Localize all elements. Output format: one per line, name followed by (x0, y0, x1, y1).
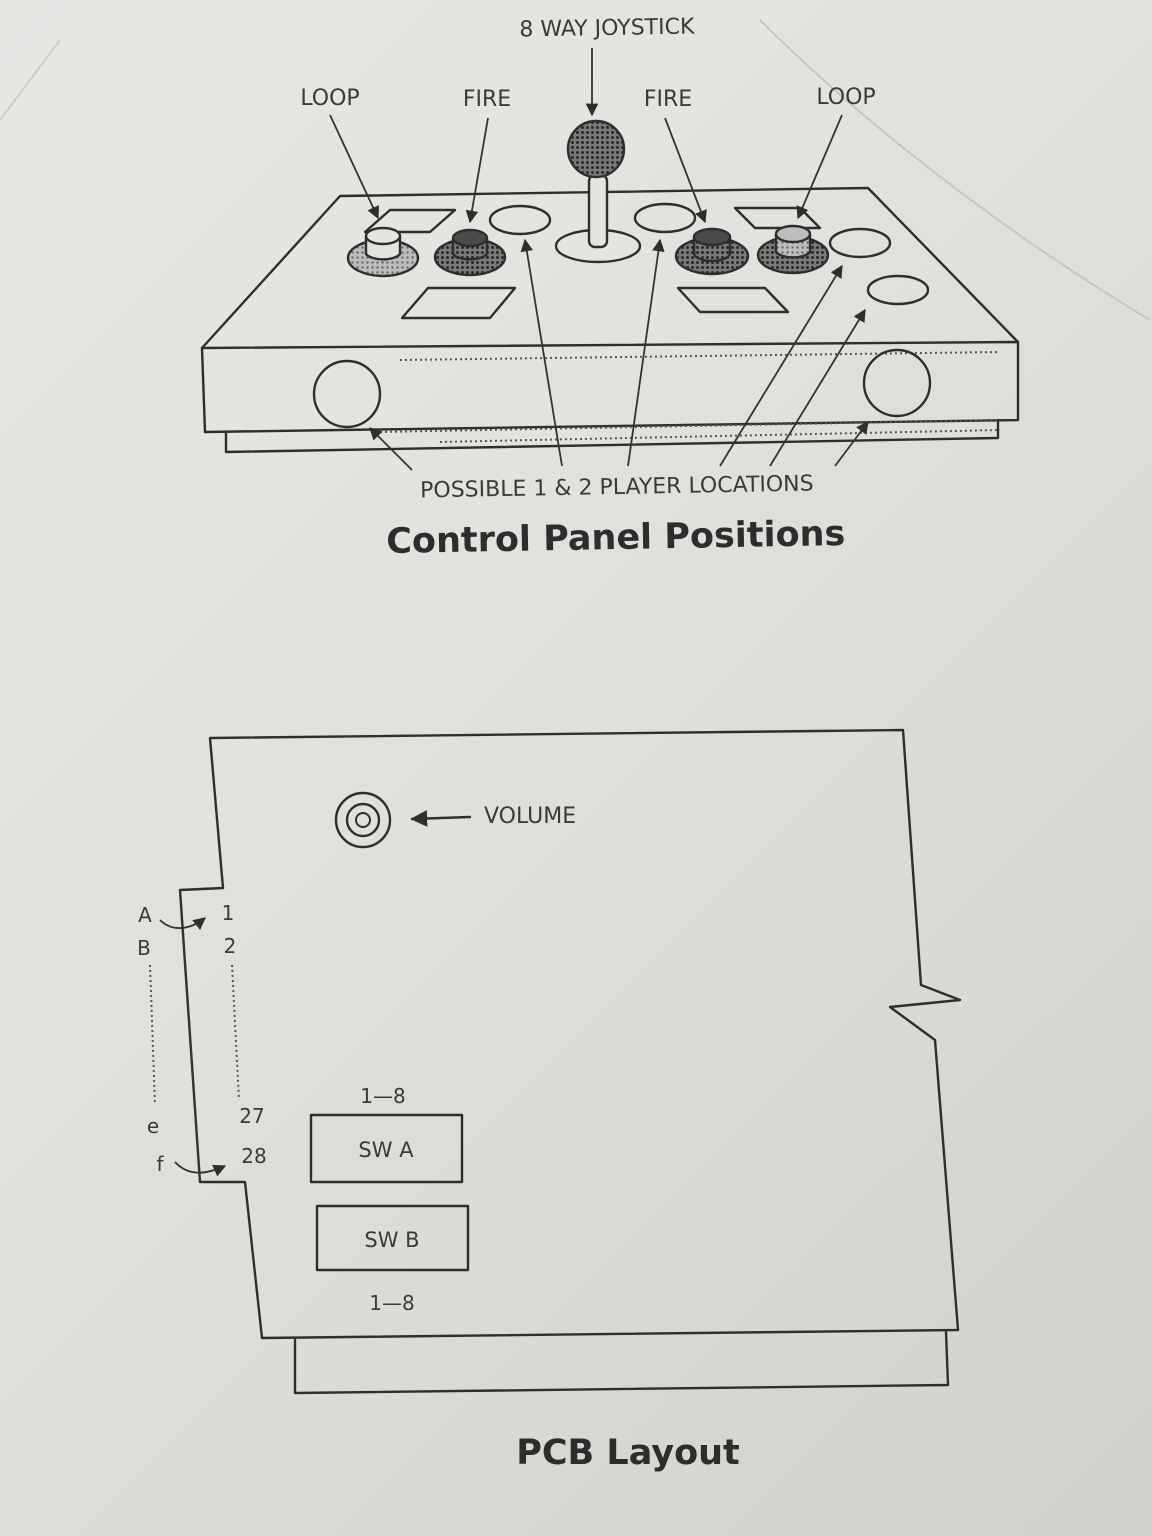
edge-label-A: A (138, 903, 152, 927)
empty-hole-1 (488, 204, 552, 236)
sw-b-range: 1—8 (369, 1291, 414, 1315)
arrow-loc-5 (769, 308, 866, 467)
front-hole-right (862, 348, 932, 418)
edge-pins-left (149, 964, 156, 1106)
front-hole-left (312, 359, 382, 429)
arrow-loc-2 (520, 238, 563, 467)
dip-switch-b (315, 1204, 470, 1272)
edge-label-B: B (137, 936, 151, 960)
edge-connector-line (179, 889, 201, 1183)
arrow-fire-right (664, 117, 707, 224)
label-loop-left: LOOP (300, 86, 359, 111)
empty-hole-2 (633, 202, 697, 234)
pin-label-1: 1 (222, 901, 235, 925)
label-fire-right: FIRE (644, 87, 692, 112)
arrow-loop-right (796, 114, 843, 220)
fire-left-button (433, 228, 507, 277)
panel-front-face (200, 340, 1020, 434)
panel-top-surface (200, 186, 1020, 350)
panel-slot-left-low (400, 286, 517, 320)
label-loop-right: LOOP (816, 85, 875, 110)
arrow-loc-4 (719, 264, 843, 467)
pcb-title: PCB Layout (516, 1433, 740, 1473)
sw-a-label: SW A (358, 1138, 414, 1162)
pin-label-28: 28 (241, 1144, 266, 1168)
pcb-drawing: A B e f 1 2 27 28 VOLUME 1—8 SW A SW B 1… (137, 728, 962, 1395)
volume-knob (334, 791, 392, 849)
loop-right-button (756, 224, 830, 275)
arrow-fire-left (465, 117, 489, 224)
joystick (554, 119, 642, 264)
sw-a-range: 1—8 (360, 1084, 405, 1108)
label-volume: VOLUME (484, 804, 576, 829)
fire-right-button (674, 227, 750, 276)
paper-fold (759, 19, 1151, 321)
empty-hole-4 (866, 274, 930, 306)
panel-slot-right-top (733, 206, 822, 230)
arrow-loc-3 (627, 238, 665, 467)
sw-b-label: SW B (364, 1228, 419, 1252)
pin-label-2: 2 (224, 934, 237, 958)
arrow-volume (410, 810, 472, 827)
label-possible-locations: POSSIBLE 1 & 2 PLAYER LOCATIONS (420, 472, 814, 504)
panel-slot-left-top (363, 208, 457, 234)
control-panel-drawing: 8 WAY JOYSTICK LOOP FIRE FIRE LOOP POSSI… (200, 14, 1020, 504)
paper-corner (0, 39, 61, 121)
panel-slot-right-low (676, 286, 790, 314)
edge-arrow-top (159, 917, 206, 931)
arrow-loop-left (329, 114, 379, 220)
pcb-back-board (293, 1330, 950, 1395)
dip-switch-a (309, 1113, 464, 1184)
front-shade-2 (439, 429, 1001, 443)
edge-label-e: e (147, 1114, 159, 1138)
edge-pins-right (231, 964, 240, 1101)
front-shade-1 (379, 419, 1001, 433)
panel-base-lip (224, 418, 1000, 454)
pin-label-27: 27 (239, 1104, 264, 1128)
edge-arrow-bottom (174, 1161, 227, 1177)
front-shade-3 (399, 351, 1001, 361)
arrow-loc-1 (369, 427, 413, 471)
loop-left-button (346, 226, 420, 278)
label-joystick: 8 WAY JOYSTICK (519, 14, 695, 42)
label-fire-left: FIRE (463, 87, 511, 112)
arrow-loc-6 (834, 420, 869, 467)
empty-hole-3 (828, 227, 892, 259)
control-panel-title: Control Panel Positions (386, 514, 846, 562)
edge-label-f: f (156, 1152, 164, 1176)
